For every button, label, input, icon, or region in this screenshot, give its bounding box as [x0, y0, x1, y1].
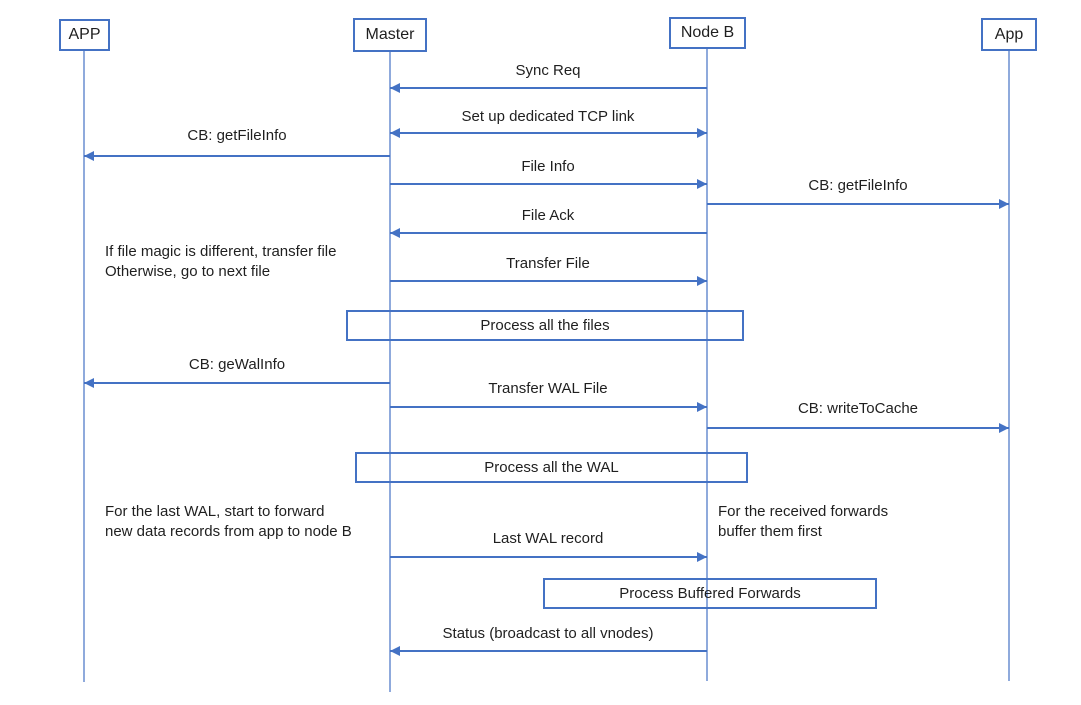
- lifeline-master: [389, 52, 391, 692]
- arrow-right-icon: [390, 402, 707, 412]
- message-label-cb-getfileinfo-left: CB: getFileInfo: [187, 127, 287, 144]
- process-box-label: Process Buffered Forwards: [619, 585, 801, 602]
- message-label-cb-gewalinfo: CB: geWalInfo: [188, 356, 286, 373]
- note-last-wal-forward: For the last WAL, start to forward new d…: [105, 503, 352, 540]
- actor-label-master: Master: [365, 26, 415, 43]
- message-label-status-broadcast: Status (broadcast to all vnodes): [442, 625, 654, 642]
- note-received-forwards: For the received forwards buffer them fi…: [718, 503, 889, 540]
- actor-label-app-left: APP: [68, 26, 101, 43]
- arrow-left-icon: [390, 646, 707, 656]
- process-box-files: Process all the files: [346, 310, 744, 341]
- arrow-right-icon: [390, 552, 707, 562]
- message-label-transfer-wal-file: Transfer WAL File: [488, 380, 608, 397]
- message-label-file-ack: File Ack: [521, 207, 575, 224]
- message-label-transfer-file: Transfer File: [506, 255, 590, 272]
- actor-label-node-b: Node B: [680, 24, 735, 41]
- arrow-right-icon: [707, 199, 1009, 209]
- process-box-wal: Process all the WAL: [355, 452, 748, 483]
- arrow-right-icon: [707, 423, 1009, 433]
- note-file-magic: If file magic is different, transfer fil…: [105, 243, 337, 280]
- process-box-label: Process all the files: [480, 317, 610, 334]
- message-label-sync-req: Sync Req: [515, 62, 581, 79]
- arrow-left-icon: [390, 83, 707, 93]
- arrow-right-icon: [390, 179, 707, 189]
- actor-box-node-b: Node B: [669, 17, 746, 49]
- arrow-left-icon: [390, 228, 707, 238]
- arrow-right-icon: [390, 276, 707, 286]
- lifeline-app-right: [1008, 51, 1010, 681]
- lifeline-node-b: [706, 49, 708, 681]
- process-box-buffered-forwards: Process Buffered Forwards: [543, 578, 877, 609]
- arrow-both-icon: [390, 128, 707, 138]
- process-box-label: Process all the WAL: [484, 459, 619, 476]
- actor-box-app-left: APP: [59, 19, 110, 51]
- message-label-tcp-link: Set up dedicated TCP link: [461, 108, 635, 125]
- actor-label-app-right: App: [994, 25, 1024, 43]
- message-label-cb-getfileinfo-right: CB: getFileInfo: [808, 177, 908, 194]
- message-label-cb-writetocache: CB: writeToCache: [797, 400, 919, 417]
- arrow-left-icon: [84, 151, 390, 161]
- message-label-file-info: File Info: [521, 158, 575, 175]
- lifeline-app-left: [83, 51, 85, 682]
- actor-box-app-right: App: [981, 18, 1037, 51]
- arrow-left-icon: [84, 378, 390, 388]
- actor-box-master: Master: [353, 18, 427, 52]
- message-label-last-wal-record: Last WAL record: [492, 530, 604, 547]
